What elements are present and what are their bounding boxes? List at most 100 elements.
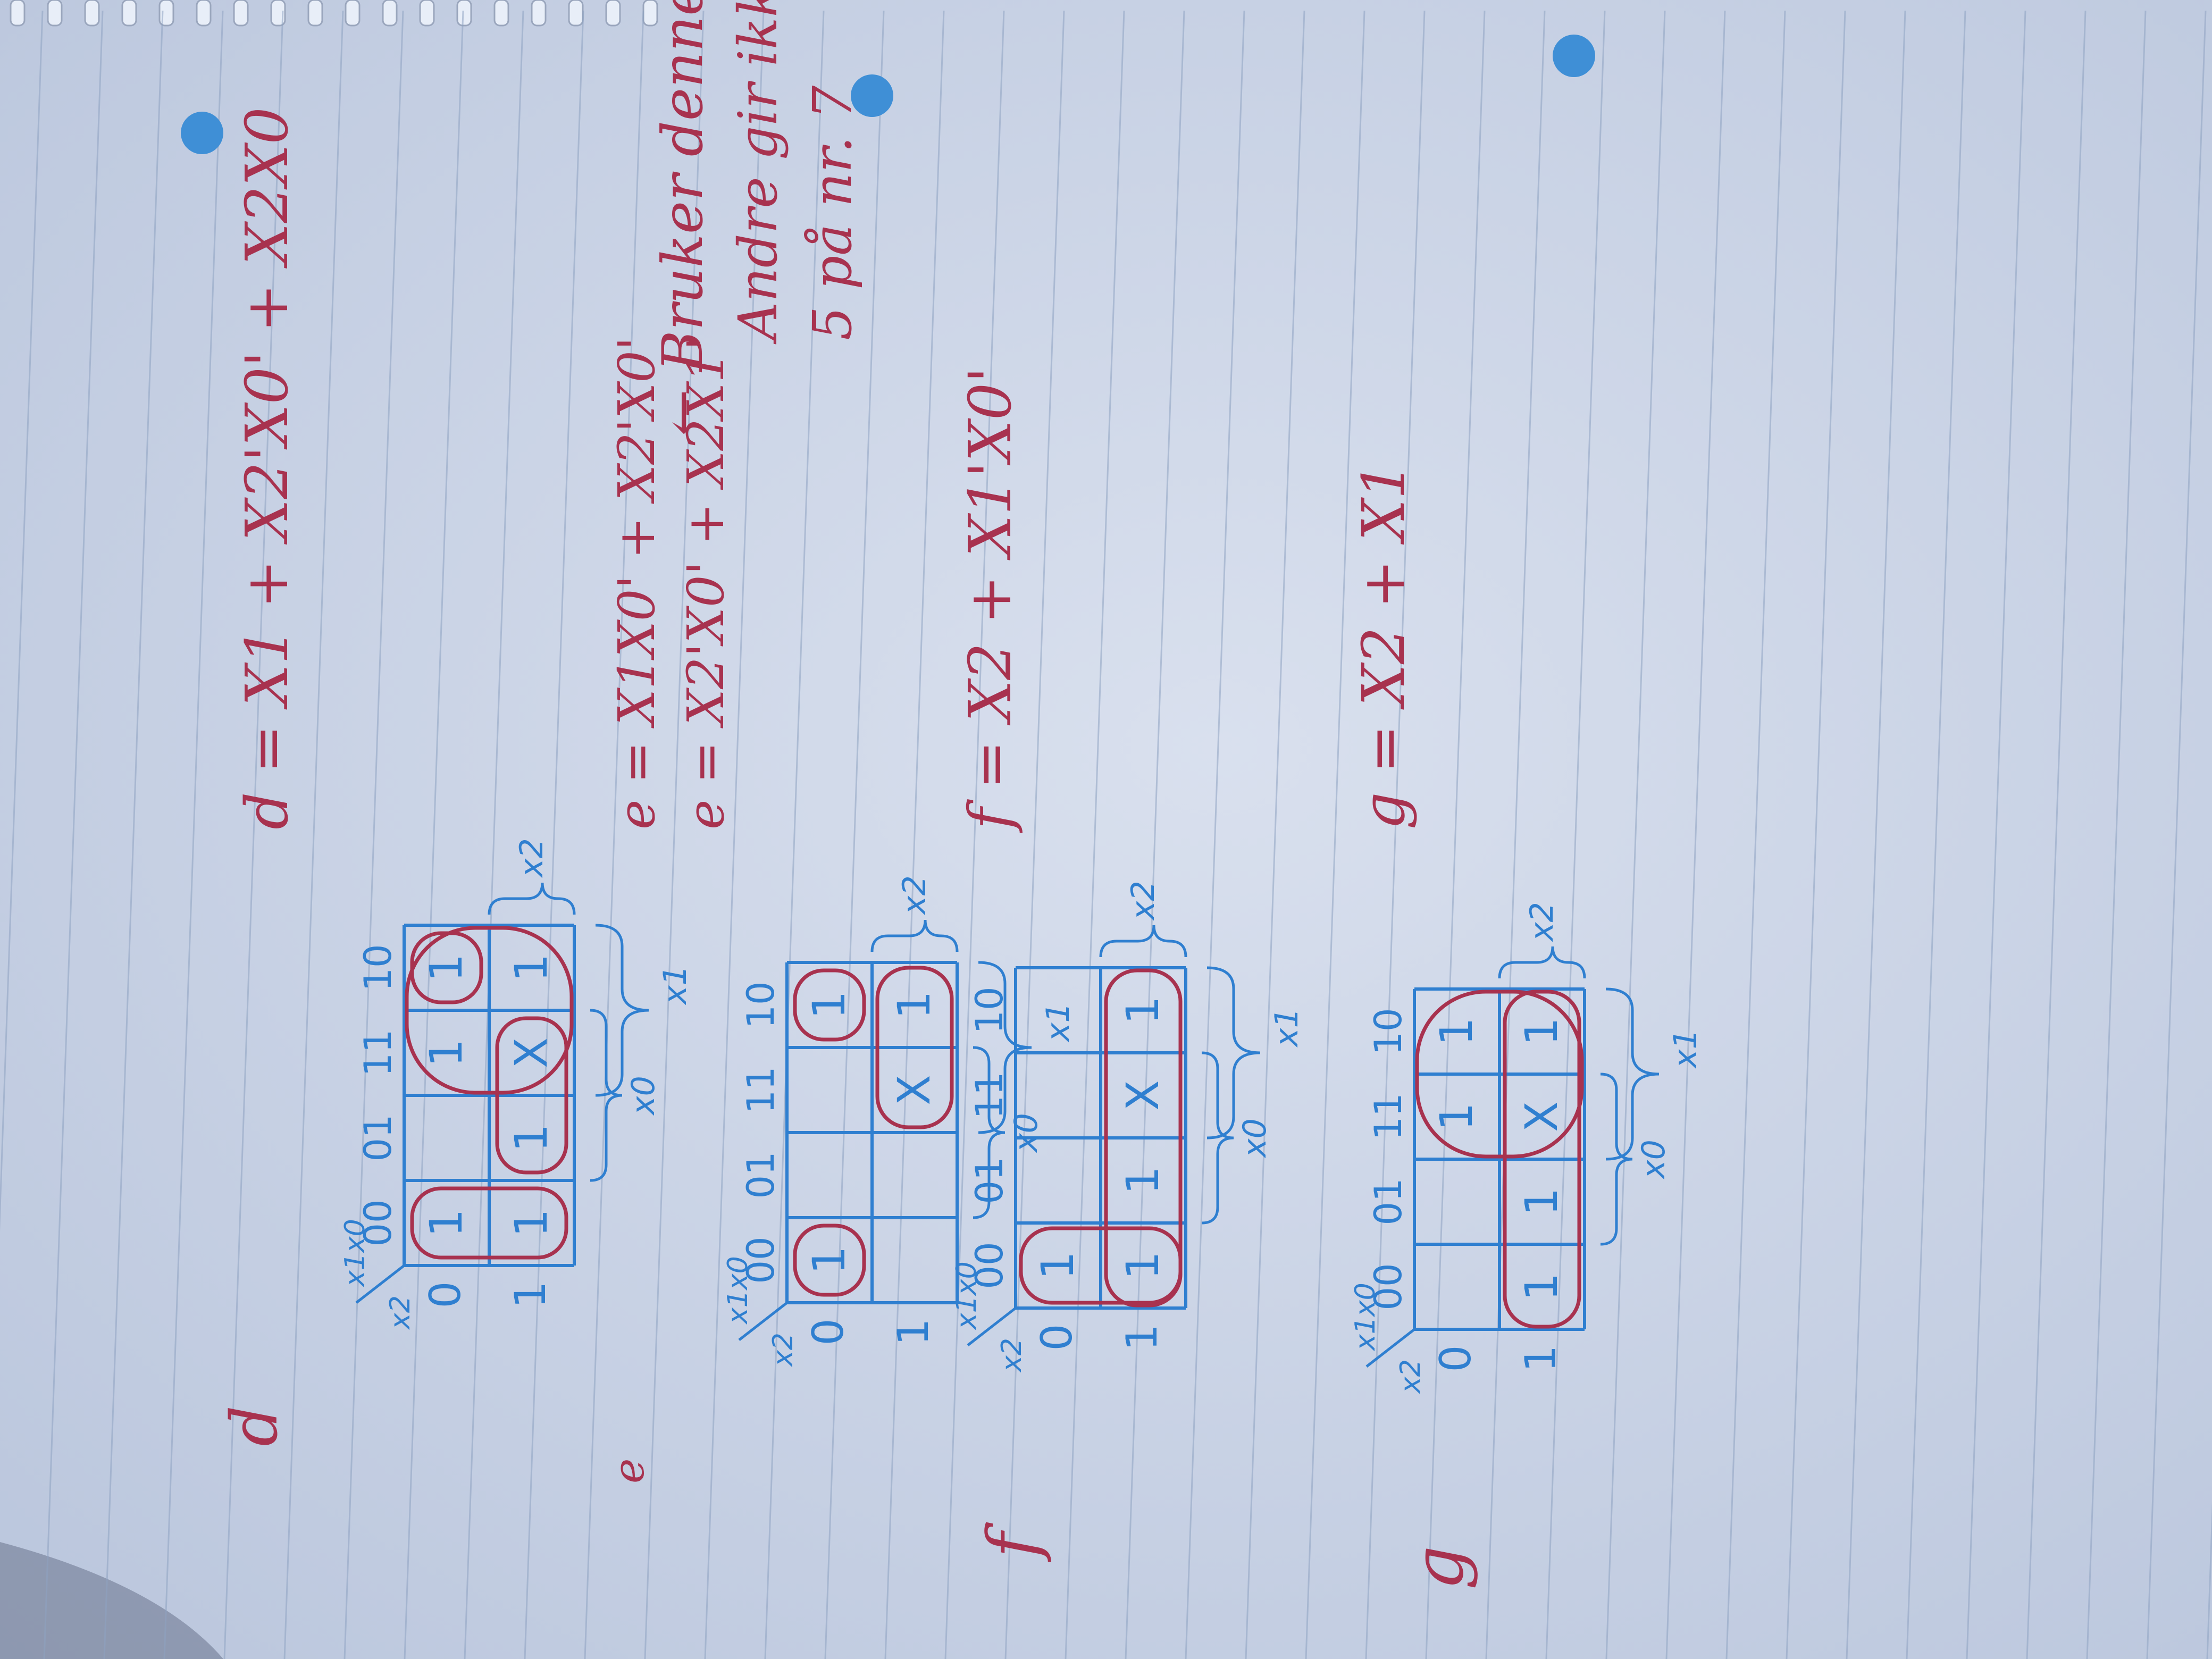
rule-line: [1605, 10, 1666, 1659]
rule-line: [1245, 10, 1305, 1659]
kmap-group-loop: [793, 1224, 866, 1297]
kmap-group-loop: [1415, 990, 1584, 1159]
rule-line: [343, 10, 404, 1659]
kmap-group-loop: [410, 1186, 568, 1260]
expression-e-1: e = X1X0' + X2'X0': [608, 337, 666, 830]
kmap-cell-value: 1: [420, 953, 472, 982]
rule-line: [1545, 10, 1606, 1659]
kmap-cell-value: 1: [803, 991, 855, 1019]
rule-line: [2026, 10, 2087, 1659]
kmap-brace-x2: [870, 919, 959, 952]
kmap-brace-label-x0: x0: [625, 1076, 662, 1116]
kmap-cell-value: 1: [1515, 1272, 1568, 1301]
kmap-brace-label-x2: x2: [513, 838, 550, 878]
spiral-ring: [531, 0, 547, 27]
kmap-row-header: 1: [506, 1281, 555, 1309]
kmap-brace-x1: [595, 924, 649, 1097]
kmap-col-header: 11: [968, 1071, 1011, 1119]
note-line-2: Andre gir ikke: [727, 0, 789, 345]
kmap-brace-label-x2: x2: [896, 875, 933, 916]
kmap-brace-label-x0: x0: [1008, 1113, 1045, 1153]
spiral-ring: [345, 0, 361, 27]
kmap-corner-label-left: x2: [996, 1338, 1028, 1373]
spiral-ring: [419, 0, 435, 27]
note-line-3: 5 på nr. 7: [801, 85, 864, 340]
rule-line: [2146, 10, 2207, 1659]
rule-line: [1305, 10, 1365, 1659]
kmap-brace-x1: [1605, 987, 1660, 1161]
kmap-cell-value: 1: [505, 1209, 557, 1237]
function-label-d: d: [218, 1405, 292, 1446]
kmap-brace-label-x1: x1: [1667, 1029, 1704, 1069]
rule-line: [43, 10, 104, 1659]
kmap-cell-value: 1: [1032, 1251, 1084, 1279]
rule-line: [103, 10, 164, 1659]
kmap-brace-x1: [978, 961, 1032, 1134]
rule-line: [584, 10, 644, 1659]
rule-line: [2086, 10, 2147, 1659]
kmap-corner-diagonal: [738, 1302, 788, 1341]
kmap-group-loop: [495, 1016, 568, 1175]
rule-line: [644, 10, 705, 1659]
kmap-cell-value: 1: [1515, 1187, 1568, 1216]
kmap-group-loop: [405, 926, 574, 1095]
rule-line: [884, 10, 945, 1659]
rule-line: [1966, 10, 2026, 1659]
expression-f: f = X2 + X1'X0': [956, 367, 1024, 833]
kmap-cell-value: 1: [420, 1038, 472, 1067]
note-line-1: ← Bruker denne.: [650, 0, 715, 436]
spiral-ring: [270, 0, 286, 27]
rule-line: [163, 10, 224, 1659]
kmap-cell-value: 1: [1117, 1251, 1169, 1279]
kmap-row-header: 0: [803, 1319, 853, 1346]
spiral-ring: [121, 0, 137, 27]
rule-line: [1004, 10, 1065, 1659]
kmap-col-header: 11: [739, 1066, 783, 1113]
kmap-col-header: 00: [739, 1236, 783, 1284]
kmap-cell-value: 1: [505, 1124, 557, 1152]
kmap-brace-label-x1: x1: [1040, 1002, 1077, 1043]
spiral-ring: [605, 0, 621, 27]
kmap-brace-label-x1: x1: [1268, 1008, 1305, 1048]
rule-line: [1065, 10, 1125, 1659]
kmap-corner-label-left: x2: [1395, 1359, 1427, 1394]
kmap-corner-label-left: x2: [767, 1333, 799, 1368]
punch-hole: [181, 112, 223, 154]
rule-line: [1846, 10, 1906, 1659]
function-label-g: g: [1398, 1546, 1479, 1590]
spiral-ring: [10, 0, 26, 27]
kmap-row-header: 0: [1431, 1345, 1480, 1372]
kmap-row-header: 1: [1117, 1324, 1167, 1351]
kmap-col-header: 10: [968, 986, 1011, 1034]
rule-line: [1786, 10, 1846, 1659]
rule-line: [764, 10, 825, 1659]
kmap-row-header: 0: [1032, 1324, 1082, 1351]
rule-line: [1906, 10, 1966, 1659]
kmap-cell-value: 1: [803, 1246, 855, 1274]
kmap-group-loop: [793, 968, 866, 1042]
kmap-brace-x0: [1600, 1073, 1633, 1246]
rule-line: [0, 10, 44, 1232]
spiral-ring: [233, 0, 249, 27]
rule-line: [283, 10, 344, 1659]
expression-e-2: e = X2'X0' + X2X1': [677, 337, 735, 830]
spiral-ring: [568, 0, 584, 27]
kmap-col-header: 10: [1367, 1008, 1410, 1055]
kmap-brace-x1: [1206, 966, 1261, 1139]
rule-line: [824, 10, 885, 1659]
kmap-brace-label-x0: x0: [1236, 1118, 1273, 1159]
rule-line: [1365, 10, 1426, 1659]
spiral-ring: [493, 0, 509, 27]
kmap-cell-value: 1: [420, 1209, 472, 1237]
spiral-ring: [307, 0, 323, 27]
kmap-group-loop: [1503, 990, 1581, 1329]
spiral-ring: [456, 0, 472, 27]
kmap-col-header: 10: [739, 981, 783, 1028]
expression-g: g = X2 + X1: [1350, 462, 1418, 830]
kmap-col-header: 01: [356, 1114, 400, 1161]
kmap-corner-diagonal: [967, 1307, 1017, 1346]
kmap-col-header: 01: [1367, 1178, 1410, 1225]
